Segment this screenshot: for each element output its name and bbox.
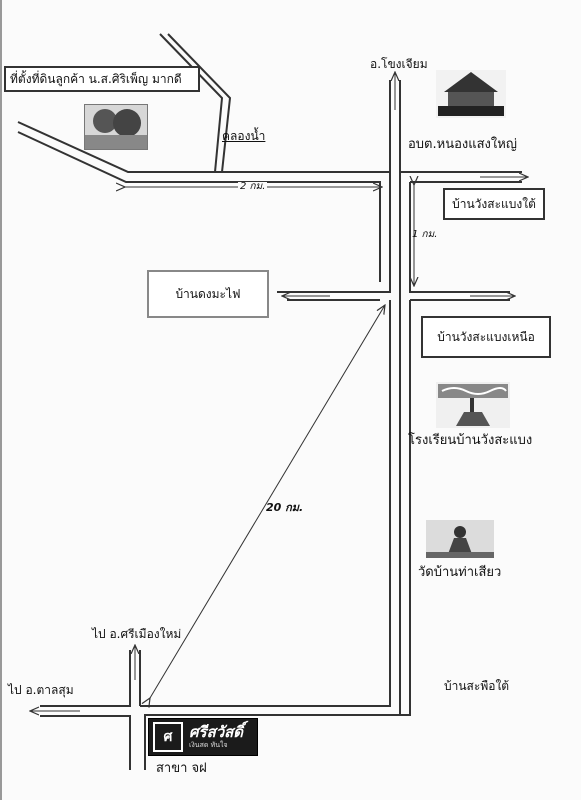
road-dong-ma-fai bbox=[140, 300, 391, 707]
distance-20km-label: 20 กม. bbox=[266, 501, 304, 514]
distance-1km-label: 1 กม. bbox=[412, 229, 438, 240]
road-si-mueang-mai bbox=[40, 650, 131, 707]
sao-building-icon bbox=[438, 72, 504, 116]
road-tan-sum bbox=[40, 715, 131, 770]
wang-sabaeng-tai-box: บ้านวังสะแบงใต้ bbox=[443, 188, 545, 220]
logo-mark-icon: ศ bbox=[153, 722, 183, 752]
logo-tagline: เงินสด ทันใจ bbox=[189, 741, 228, 749]
canal-line-inner bbox=[167, 33, 232, 173]
company-logo: ศ ศรีสวัสดิ์ เงินสด ทันใจ bbox=[148, 718, 258, 756]
distance-20km-arrow bbox=[150, 305, 385, 698]
sa-phue-tai-label: บ้านสะพือใต้ bbox=[444, 679, 510, 693]
temple-image bbox=[426, 520, 494, 558]
school-label: โรงเรียนบ้านวังสะแบง bbox=[408, 433, 533, 448]
land-site-label: ที่ตั้งที่ดินลูกค้า น.ส.ศิริเพ็ญ มากดี bbox=[10, 71, 182, 86]
road-to-land-site bbox=[17, 121, 391, 293]
temple-buddha-icon bbox=[426, 520, 494, 558]
sao-label: อบต.หนองแสงใหญ่ bbox=[408, 137, 517, 152]
school-image bbox=[436, 382, 510, 428]
land-site-photo bbox=[84, 104, 148, 150]
canal-line bbox=[159, 33, 224, 173]
to-tan-sum-label: ไป อ.ตาลสุม bbox=[8, 683, 74, 697]
to-chong-chiam-label: อ.โขงเจียม bbox=[370, 57, 428, 71]
school-emblem-icon bbox=[438, 384, 508, 426]
road-to-land-site-inner bbox=[17, 131, 381, 282]
wang-sabaeng-nuea-box: บ้านวังสะแบงเหนือ bbox=[421, 316, 551, 358]
branch-label: สาขา จฝ bbox=[156, 761, 207, 776]
dong-ma-fai-box: บ้านดงมะไฟ bbox=[147, 270, 269, 318]
logo-name: ศรีสวัสดิ์ bbox=[189, 723, 244, 741]
wang-sabaeng-nuea-label: บ้านวังสะแบงเหนือ bbox=[437, 329, 535, 344]
to-si-mueang-mai-label: ไป อ.ศรีเมืองใหม่ bbox=[92, 627, 182, 641]
wang-sabaeng-tai-label: บ้านวังสะแบงใต้ bbox=[452, 196, 536, 211]
land-site-photo-image bbox=[85, 105, 147, 149]
distance-2km-label: 2 กม. bbox=[238, 181, 268, 192]
dong-ma-fai-label: บ้านดงมะไฟ bbox=[175, 286, 241, 301]
sao-building-image bbox=[436, 70, 506, 118]
roads bbox=[17, 33, 522, 770]
temple-label: วัดบ้านท่าเสียว bbox=[418, 565, 502, 580]
road-bottom-outer bbox=[144, 300, 411, 770]
land-site-box: ที่ตั้งที่ดินลูกค้า น.ส.ศิริเพ็ญ มากดี bbox=[4, 66, 200, 92]
canal-label: คลองน้ำ bbox=[222, 129, 266, 143]
